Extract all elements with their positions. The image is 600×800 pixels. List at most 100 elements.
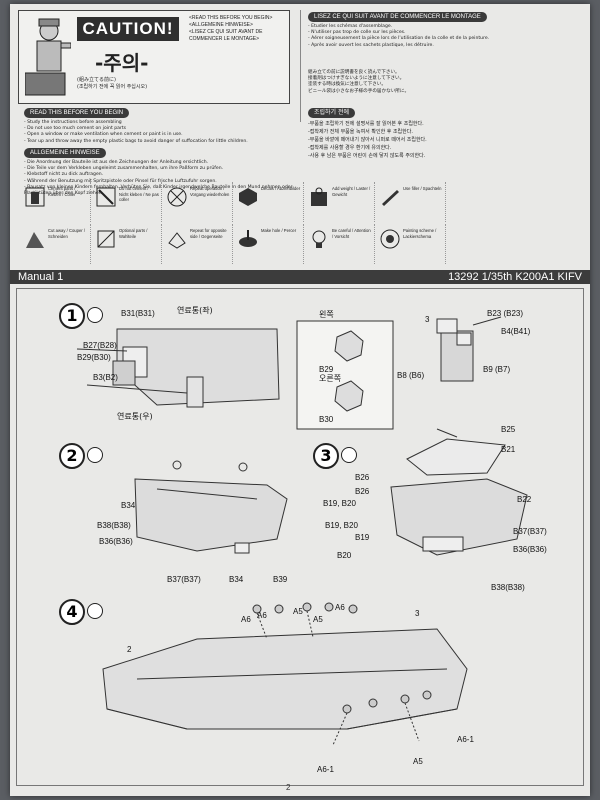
part-label: B22 — [517, 495, 532, 504]
icon-legend-row-2: Cut away / Couper / Schneiden Optional p… — [20, 224, 580, 264]
caution-lines: <READ THIS BEFORE YOU BEGIN> <ALLGEMEINE… — [189, 15, 285, 43]
part-label: B38(B38) — [491, 583, 525, 592]
text-line: - Während der Benutzung mit Spritzpistol… — [24, 178, 217, 184]
step-ref-label: 2 — [127, 645, 132, 654]
caution-line: <LISEZ CE QUI SUIT AVANT DE — [189, 29, 263, 35]
weight-icon — [311, 187, 327, 206]
part-label: B9 (B7) — [483, 365, 511, 374]
step-ref-label: 3 — [425, 315, 430, 324]
part-label: A6 — [335, 603, 345, 612]
caution-jp-sub: (組み立てる前に) — [77, 77, 116, 83]
glue-icon — [87, 603, 103, 619]
icon-label: Optional parts / Wahlteile — [119, 228, 148, 239]
part-label: 연료통(좌) — [177, 306, 213, 315]
assembly-drawing — [76, 316, 528, 746]
drill-icon — [239, 230, 257, 247]
legend-no-cement: Do not cement / Nicht kleben / Ne pas co… — [91, 182, 162, 222]
text-line: - Aérer soigneusement la pièce lors de l… — [308, 36, 490, 42]
icon-label: Decals / Abziehbilder — [261, 186, 301, 191]
legend-painting: Painting scheme / Lackierschema — [375, 224, 446, 264]
section-allgemeine: ALLGEMEINE HINWEISE — [24, 148, 106, 158]
icon-label: Repeat for opposite side / Gegenseite — [190, 228, 227, 239]
part-label: B34 — [121, 501, 136, 510]
text-line: - Do not use too much cement on joint pa… — [24, 126, 127, 132]
icon-label: Painting scheme / Lackierschema — [403, 228, 437, 239]
caution-line: <READ THIS BEFORE YOU BEGIN> — [189, 15, 273, 21]
icon-label: Be careful / Attention / Vorsicht — [332, 228, 371, 239]
worker-figure-icon — [25, 18, 71, 96]
part-label: B36(B36) — [513, 545, 547, 554]
no-cement-icon — [96, 187, 116, 207]
part-label: A5 — [313, 615, 323, 624]
legend-careful: Be careful / Attention / Vorsicht — [304, 224, 375, 264]
caution-title: CAUTION! — [77, 17, 179, 41]
caution-korean: -주의- — [95, 51, 149, 75]
text-line: - Après avoir ouvert les sachets plastiq… — [308, 42, 434, 48]
text-line: ビニール袋は小さなお子様の手の届かない所に。 — [308, 88, 410, 94]
english-instructions: - Study the instructions before assembli… — [24, 120, 294, 145]
german-instructions: - Die Anordnung der Bauteile ist aus den… — [24, 160, 294, 197]
text-line: 塗装する時は換気に注意して下さい。 — [308, 82, 386, 88]
part-label: B3(B2) — [93, 373, 118, 382]
icon-label: Do not cement / Nicht kleben / Ne pas co… — [119, 186, 159, 202]
optional-icon — [97, 230, 115, 248]
caution-line: COMMENCER LE MONTAGE> — [189, 36, 260, 42]
cement-icon — [25, 187, 45, 207]
part-label: B39 — [273, 575, 288, 584]
text-line: -부품을 바깥에 떼어내기 않아서 니퍼로 떼어서 조립한다. — [308, 137, 427, 143]
icon-label: Cut away / Couper / Schneiden — [48, 228, 86, 239]
part-label: B26 — [355, 473, 370, 482]
part-label: B26 — [355, 487, 370, 496]
step-4-number: 4 — [59, 599, 85, 625]
make-2-icon — [167, 187, 187, 207]
section-korean: 조립하기 전에 — [308, 108, 356, 118]
text-line: 接着剤はつけすぎないように注意して下さい。 — [308, 76, 405, 82]
part-label: B27(B28) — [83, 341, 117, 350]
part-label: B37(B37) — [167, 575, 201, 584]
part-label: B19 — [355, 533, 370, 542]
manual-title: Manual 1 — [18, 271, 64, 283]
icon-label: Use filler / Spachteln — [403, 186, 442, 191]
text-line: - N'utiliser pas trop de colle sur les p… — [308, 30, 406, 36]
part-label: B25 — [501, 425, 516, 434]
legend-cement: Cement parts / Kleben / Coller — [20, 182, 91, 222]
kit-number: 13292 1/35th K200A1 KIFV — [448, 271, 582, 283]
french-instructions: - Etudier les schémas d'assemblage. - N'… — [308, 24, 578, 49]
japanese-instructions: 組み立ての前に説明書を良く読んで下さい。 接着剤はつけすぎないように注意して下さ… — [308, 70, 578, 95]
inset-title-left: 왼쪽 — [319, 310, 334, 319]
caution-subtitle: (組み立てる前に) (조립하기 전에 꼭 읽어 주십시오) — [77, 77, 181, 91]
legend-filler: Use filler / Spachteln — [375, 182, 446, 222]
part-label: A6 — [257, 611, 267, 620]
part-label: B38(B38) — [97, 521, 131, 530]
korean-instructions: -부품을 조립하기 전에 설명서를 잘 읽어본 후 조립한다. -접착제가 전체… — [308, 120, 578, 160]
part-label: B29(B30) — [77, 353, 111, 362]
use-filler-icon — [382, 190, 399, 206]
glue-icon — [87, 307, 103, 323]
assembly-diagram-area: 1 B31(B31) 연료통(좌) B27(B28) B29(B30) B3(B… — [16, 288, 584, 786]
icon-label: Cement parts / Kleben / Coller — [48, 186, 76, 197]
careful-icon — [312, 230, 326, 248]
text-line: - Study the instructions before assembli… — [24, 120, 122, 125]
column-divider — [300, 10, 301, 122]
decal-icon — [239, 188, 257, 206]
painting-icon — [380, 229, 400, 249]
part-label: B4(B41) — [501, 327, 531, 336]
caution-line: <ALLGEMEINE HINWEISE> — [189, 22, 253, 28]
part-label: B8 (B6) — [397, 371, 425, 380]
step-1-number: 1 — [59, 303, 85, 329]
text-line: - Open a window or make ventilation when… — [24, 132, 183, 138]
part-label: B31(B31) — [121, 309, 155, 318]
part-label: B36(B36) — [99, 537, 133, 546]
part-label: B21 — [501, 445, 516, 454]
text-line: -접착제가 전체 부품을 녹여서 확인한 후 조립한다. — [308, 129, 413, 135]
part-label: B34 — [229, 575, 244, 584]
text-line: - Die Anordnung der Bauteile ist aus den… — [24, 160, 209, 165]
legend-make-2: Repeat operation / Vorgang wiederholen — [162, 182, 233, 222]
text-line: - Etudier les schémas d'assemblage. — [308, 24, 393, 29]
part-label: B19, B20 — [325, 521, 358, 530]
legend-cut: Cut away / Couper / Schneiden — [20, 224, 91, 264]
part-label: A5 — [293, 607, 303, 616]
glue-icon — [87, 447, 103, 463]
text-line: - Bausatz von kleinen Kindern fernhalten… — [24, 184, 293, 197]
text-line: -부품을 조립하기 전에 설명서를 잘 읽어본 후 조립한다. — [308, 121, 424, 127]
